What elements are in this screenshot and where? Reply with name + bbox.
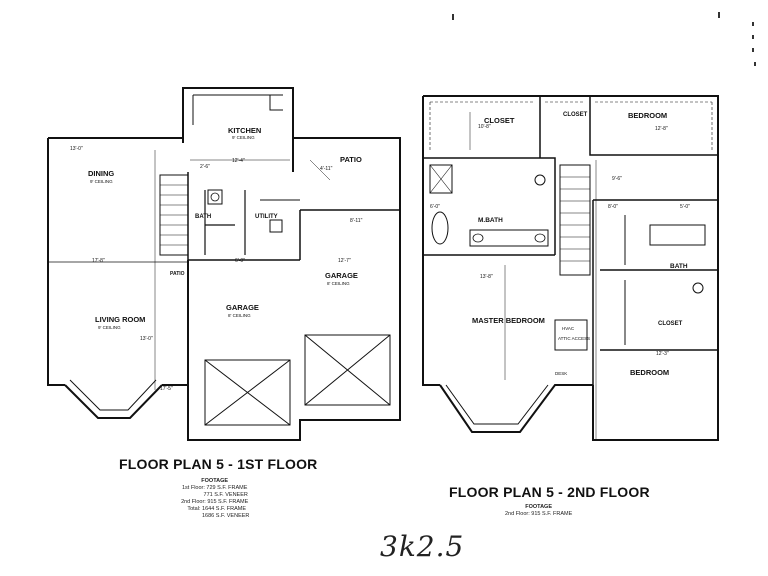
kitchen-walls <box>182 87 294 172</box>
room-dining: DINING <box>88 169 114 178</box>
dim-2-6: 5'-0" <box>680 204 690 210</box>
floor-plan-1-title: FLOOR PLAN 5 - 1ST FLOOR <box>119 456 318 472</box>
dim-8: 4'-11" <box>320 166 333 172</box>
dim-7: 6'-0" <box>235 258 245 264</box>
room-bath-2: BATH <box>670 263 688 270</box>
second-floor-outer-wall-right <box>423 95 719 441</box>
scan-mark-2 <box>718 12 720 18</box>
footage-1-line-5: 1686 S.F. VENEER <box>202 513 250 519</box>
note-garage-right: 8' CEILING <box>327 281 350 286</box>
scan-mark-5 <box>752 48 754 52</box>
label-attic: ATTIC ACCESS <box>558 336 590 341</box>
second-floor-bay-window <box>439 384 593 433</box>
dim-2-1: 10'-8" <box>478 124 491 130</box>
label-desk: DESK <box>555 371 567 376</box>
room-utility: UTILITY <box>255 214 278 220</box>
dim-2-2: 12'-8" <box>655 126 668 132</box>
room-closet-2: CLOSET <box>563 112 588 118</box>
room-living: LIVING ROOM <box>95 315 145 324</box>
dim-2-8: 9'-6" <box>612 176 622 182</box>
handwritten-note: 3k2.5 <box>380 530 465 563</box>
scan-mark-1 <box>452 14 454 20</box>
scan-mark-3 <box>752 22 754 26</box>
garage-door-right <box>304 334 391 406</box>
dim-2: 2'-6" <box>200 164 210 170</box>
footage-1-line-3: 2nd Floor: 915 S.F. FRAME <box>181 499 249 505</box>
garage-door-left <box>204 359 291 426</box>
scan-mark-6 <box>754 62 756 66</box>
note-dining: 9' CEILING <box>90 179 113 184</box>
scan-mark-4 <box>752 35 754 39</box>
room-patio: PATIO <box>340 155 362 164</box>
dim-6: 12'-7" <box>338 258 351 264</box>
dim-3: 12'-4" <box>232 158 245 164</box>
room-mbath: M.BATH <box>478 217 503 224</box>
garage-walls <box>187 215 401 441</box>
footage-1-line-4: Total: 1644 S.F. FRAME <box>187 506 247 512</box>
footage-1: FOOTAGE 1st Floor: 729 S.F. FRAME 771 S.… <box>180 478 249 520</box>
footage-2: FOOTAGE 2nd Floor: 915 S.F. FRAME <box>505 504 572 518</box>
house-outer-wall-left <box>47 137 183 386</box>
dim-10: 17'-5" <box>160 386 173 392</box>
room-closet-1: CLOSET <box>484 116 515 125</box>
footage-2-line-1: 2nd Floor: 915 S.F. FRAME <box>505 511 573 517</box>
room-garage-right: GARAGE <box>325 271 358 280</box>
note-living: 9' CEILING <box>98 325 121 330</box>
second-floor-outer-wall-left <box>422 96 440 386</box>
room-patio-small: PATIO <box>170 271 185 277</box>
note-kitchen: 9' CEILING <box>232 135 255 140</box>
room-garage-left: GARAGE <box>226 303 259 312</box>
floor-plan-2-title: FLOOR PLAN 5 - 2ND FLOOR <box>449 484 650 500</box>
footage-1-line-1: 1st Floor: 729 S.F. FRAME <box>181 485 248 491</box>
bay-window <box>64 384 163 419</box>
dim-4: 17'-8" <box>92 258 105 264</box>
patio-outline <box>292 137 401 215</box>
dim-2-4: 12'-3" <box>656 351 669 357</box>
label-hvac: HVAC <box>562 326 575 331</box>
room-bedroom-2: BEDROOM <box>630 368 669 377</box>
room-bedroom-1: BEDROOM <box>628 111 667 120</box>
dim-2-3: 13'-8" <box>480 274 493 280</box>
dim-5: 8'-11" <box>350 218 363 224</box>
room-bath-1: BATH <box>195 214 211 220</box>
dim-1: 13'-0" <box>70 146 83 152</box>
dim-9: 13'-0" <box>140 336 153 342</box>
note-garage-left: 8' CEILING <box>228 313 251 318</box>
dim-2-7: 6'-0" <box>430 204 440 210</box>
dim-2-5: 8'-0" <box>608 204 618 210</box>
footage-1-heading: FOOTAGE <box>201 478 229 484</box>
footage-2-heading: FOOTAGE <box>525 504 553 510</box>
room-master-bedroom: MASTER BEDROOM <box>472 316 545 325</box>
footage-1-line-2: 771 S.F. VENEER <box>203 492 248 498</box>
room-closet-3: CLOSET <box>658 321 683 327</box>
room-kitchen: KITCHEN <box>228 126 261 135</box>
